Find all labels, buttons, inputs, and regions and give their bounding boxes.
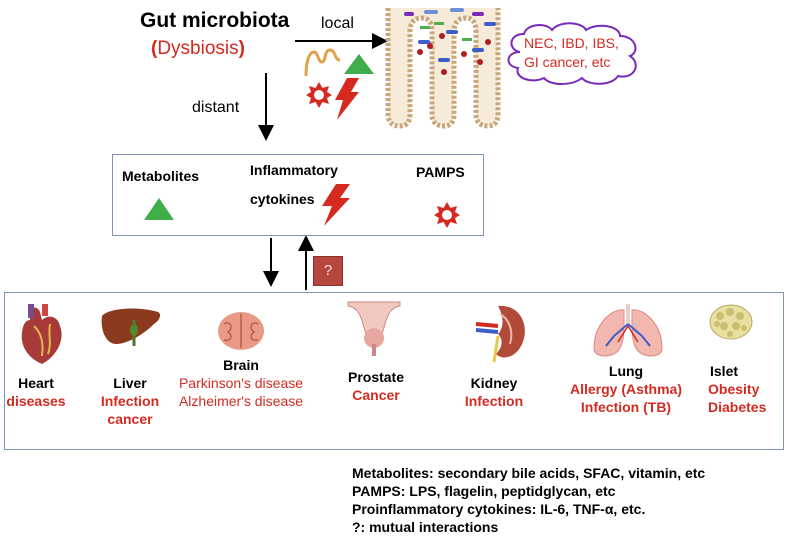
legend-metabolites: Metabolites: secondary bile acids, SFAC,… [352, 465, 706, 481]
gut-villi-illustration [385, 8, 501, 129]
organ-lung-line1: Allergy (Asthma) [569, 381, 683, 397]
cloud-text-line2: GI cancer, etc [524, 54, 611, 70]
organ-lung-line2: Infection (TB) [580, 399, 672, 415]
bacteria-icon [304, 48, 341, 77]
organ-lung: Lung Allergy (Asthma) Infection (TB) [556, 362, 696, 416]
legend-question: ?: mutual interactions [352, 519, 499, 535]
paren-open: ( [151, 38, 158, 59]
brain-icon [218, 312, 264, 350]
metabolite-triangle-icon [344, 54, 374, 74]
organ-prostate-line1: Cancer [352, 387, 400, 403]
local-label: local [321, 15, 354, 32]
organ-liver-line2: cancer [107, 411, 153, 427]
organ-islet-line2: Diabetes [708, 399, 767, 415]
organ-prostate-name: Prostate [347, 369, 405, 385]
legend-cytokines: Proinflammatory cytokines: IL-6, TNF-α, … [352, 501, 646, 517]
organ-brain-name: Brain [223, 357, 259, 373]
dysbiosis-label: (Dysbiosis) [151, 38, 245, 60]
prostate-icon [347, 301, 401, 356]
organ-heart-line1: diseases [6, 393, 66, 409]
organ-islet-line1: Obesity [708, 381, 760, 397]
paren-close: ) [238, 38, 245, 59]
heart-icon [21, 304, 62, 364]
cytokines-label: cytokines [250, 191, 315, 207]
organ-prostate: Prostate Cancer [336, 368, 416, 404]
legend-pamps: PAMPS: LPS, flagelin, peptidglycan, etc [352, 483, 616, 499]
cloud-text-line1: NEC, IBD, IBS, [524, 35, 619, 51]
pamps-star-icon-middle [434, 202, 460, 228]
legend: Metabolites: secondary bile acids, SFAC,… [352, 464, 705, 536]
disease-cloud [507, 22, 637, 85]
inflammatory-label: Inflammatory [250, 162, 338, 178]
organ-lung-name: Lung [608, 363, 644, 379]
islet-icon [709, 304, 753, 340]
organ-brain-line1: Parkinson's disease [178, 375, 304, 391]
metabolites-triangle-icon [144, 198, 174, 220]
liver-icon [101, 308, 161, 346]
organ-liver: Liver Infection cancer [80, 374, 180, 428]
organ-liver-name: Liver [113, 375, 147, 391]
organ-heart-name: Heart [18, 375, 54, 391]
cytokine-lightning-icon [335, 78, 359, 120]
mediators-box [112, 154, 484, 236]
organ-kidney-line1: Infection [464, 393, 524, 409]
distant-label: distant [192, 99, 240, 116]
kidney-icon [475, 305, 525, 363]
organ-brain-line2: Alzheimer's disease [178, 393, 304, 409]
metabolites-label: Metabolites [122, 168, 200, 184]
organ-kidney-name: Kidney [470, 375, 518, 391]
dysbiosis-text: Dysbiosis [157, 38, 239, 59]
organ-liver-line1: Infection [100, 393, 160, 409]
organ-kidney: Kidney Infection [456, 374, 532, 410]
question-box: ? [313, 256, 343, 286]
organ-islet: Islet Obesity Diabetes [700, 362, 784, 416]
gut-microbiota-title: Gut microbiota [140, 9, 290, 32]
pamps-star-icon [306, 82, 332, 108]
organ-brain: Brain Parkinson's disease Alzheimer's di… [176, 356, 306, 410]
pamps-label: PAMPS [416, 164, 465, 180]
lung-icon [593, 304, 663, 357]
cytokines-lightning-icon [322, 184, 350, 226]
organ-islet-name: Islet [710, 363, 739, 379]
organ-heart: Heart diseases [6, 374, 66, 410]
